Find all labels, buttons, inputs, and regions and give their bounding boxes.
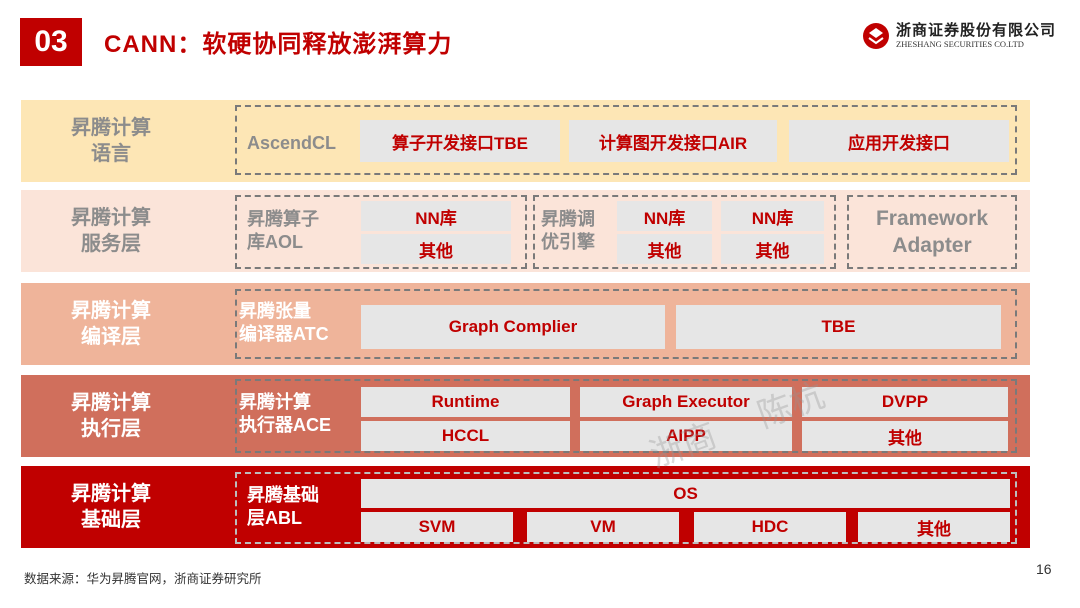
ace-dashed-group xyxy=(235,379,1017,453)
layer-compile-label: 昇腾计算编译层 xyxy=(71,300,151,348)
layer-compile: 昇腾计算编译层 昇腾张量编译器ATC Graph Complier TBE xyxy=(21,283,1030,365)
tuning-engine-label: 昇腾调优引擎 xyxy=(541,209,595,252)
aol-label: 昇腾算子库AOL xyxy=(247,209,319,252)
tuning-nn-box-2: NN库 xyxy=(721,201,824,231)
layer-base: 昇腾计算基础层 昇腾基础层ABL OS SVM VM HDC 其他 xyxy=(21,466,1030,548)
tbe-api-box: 算子开发接口TBE xyxy=(360,120,560,162)
ascendcl-label: AscendCL xyxy=(247,133,337,153)
vm-box: VM xyxy=(527,512,679,542)
layer-language: 昇腾计算语言 AscendCL 算子开发接口TBE 计算图开发接口AIR 应用开… xyxy=(21,100,1030,182)
dvpp-box: DVPP xyxy=(802,387,1008,417)
hdc-box: HDC xyxy=(694,512,846,542)
aipp-box: AIPP xyxy=(580,421,792,451)
abl-label: 昇腾基础层ABL xyxy=(247,485,319,528)
framework-dashed-group xyxy=(847,195,1017,269)
tbe-box: TBE xyxy=(676,305,1001,349)
ace-label: 昇腾计算执行器ACE xyxy=(239,392,332,435)
air-api-box: 计算图开发接口AIR xyxy=(569,120,777,162)
runtime-box: Runtime xyxy=(361,387,570,417)
graph-compiler-box: Graph Complier xyxy=(361,305,665,349)
layer-execute-label: 昇腾计算执行层 xyxy=(71,392,151,440)
atc-label: 昇腾张量编译器ATC xyxy=(239,301,329,344)
section-number-badge: 03 xyxy=(20,18,82,66)
tuning-other-box-2: 其他 xyxy=(721,234,824,264)
aol-dashed-group xyxy=(235,195,527,269)
layer-base-label: 昇腾计算基础层 xyxy=(71,483,151,531)
svm-box: SVM xyxy=(361,512,513,542)
base-other-box: 其他 xyxy=(858,512,1010,542)
tuning-nn-box-1: NN库 xyxy=(617,201,712,231)
layer-execute: 昇腾计算执行层 昇腾计算执行器ACE Runtime Graph Executo… xyxy=(21,375,1030,457)
os-box: OS xyxy=(361,479,1010,508)
language-dashed-group xyxy=(235,105,1017,175)
hccl-box: HCCL xyxy=(361,421,570,451)
data-source-note: 数据来源：华为昇腾官网，浙商证券研究所 xyxy=(24,572,262,586)
layer-language-label: 昇腾计算语言 xyxy=(71,117,151,165)
abl-dashed-group xyxy=(235,472,1017,544)
execute-other-box: 其他 xyxy=(802,421,1008,451)
page-number: 16 xyxy=(1036,561,1052,577)
graph-executor-box: Graph Executor xyxy=(580,387,792,417)
aol-nn-box: NN库 xyxy=(361,201,511,231)
tuning-dashed-group xyxy=(533,195,836,269)
company-name-en: ZHESHANG SECURITIES CO.LTD xyxy=(896,39,1024,49)
app-api-box: 应用开发接口 xyxy=(789,120,1009,162)
slide-title: CANN：软硬协同释放澎湃算力 xyxy=(104,31,453,58)
layer-service-label: 昇腾计算服务层 xyxy=(71,207,151,255)
zheshang-logo-icon xyxy=(863,23,889,49)
layer-service: 昇腾计算服务层 昇腾算子库AOL NN库 其他 昇腾调优引擎 NN库 NN库 其… xyxy=(21,190,1030,272)
aol-other-box: 其他 xyxy=(361,234,511,264)
company-name-cn: 浙商证券股份有限公司 xyxy=(896,22,1057,39)
tuning-other-box-1: 其他 xyxy=(617,234,712,264)
atc-dashed-group xyxy=(235,289,1017,359)
